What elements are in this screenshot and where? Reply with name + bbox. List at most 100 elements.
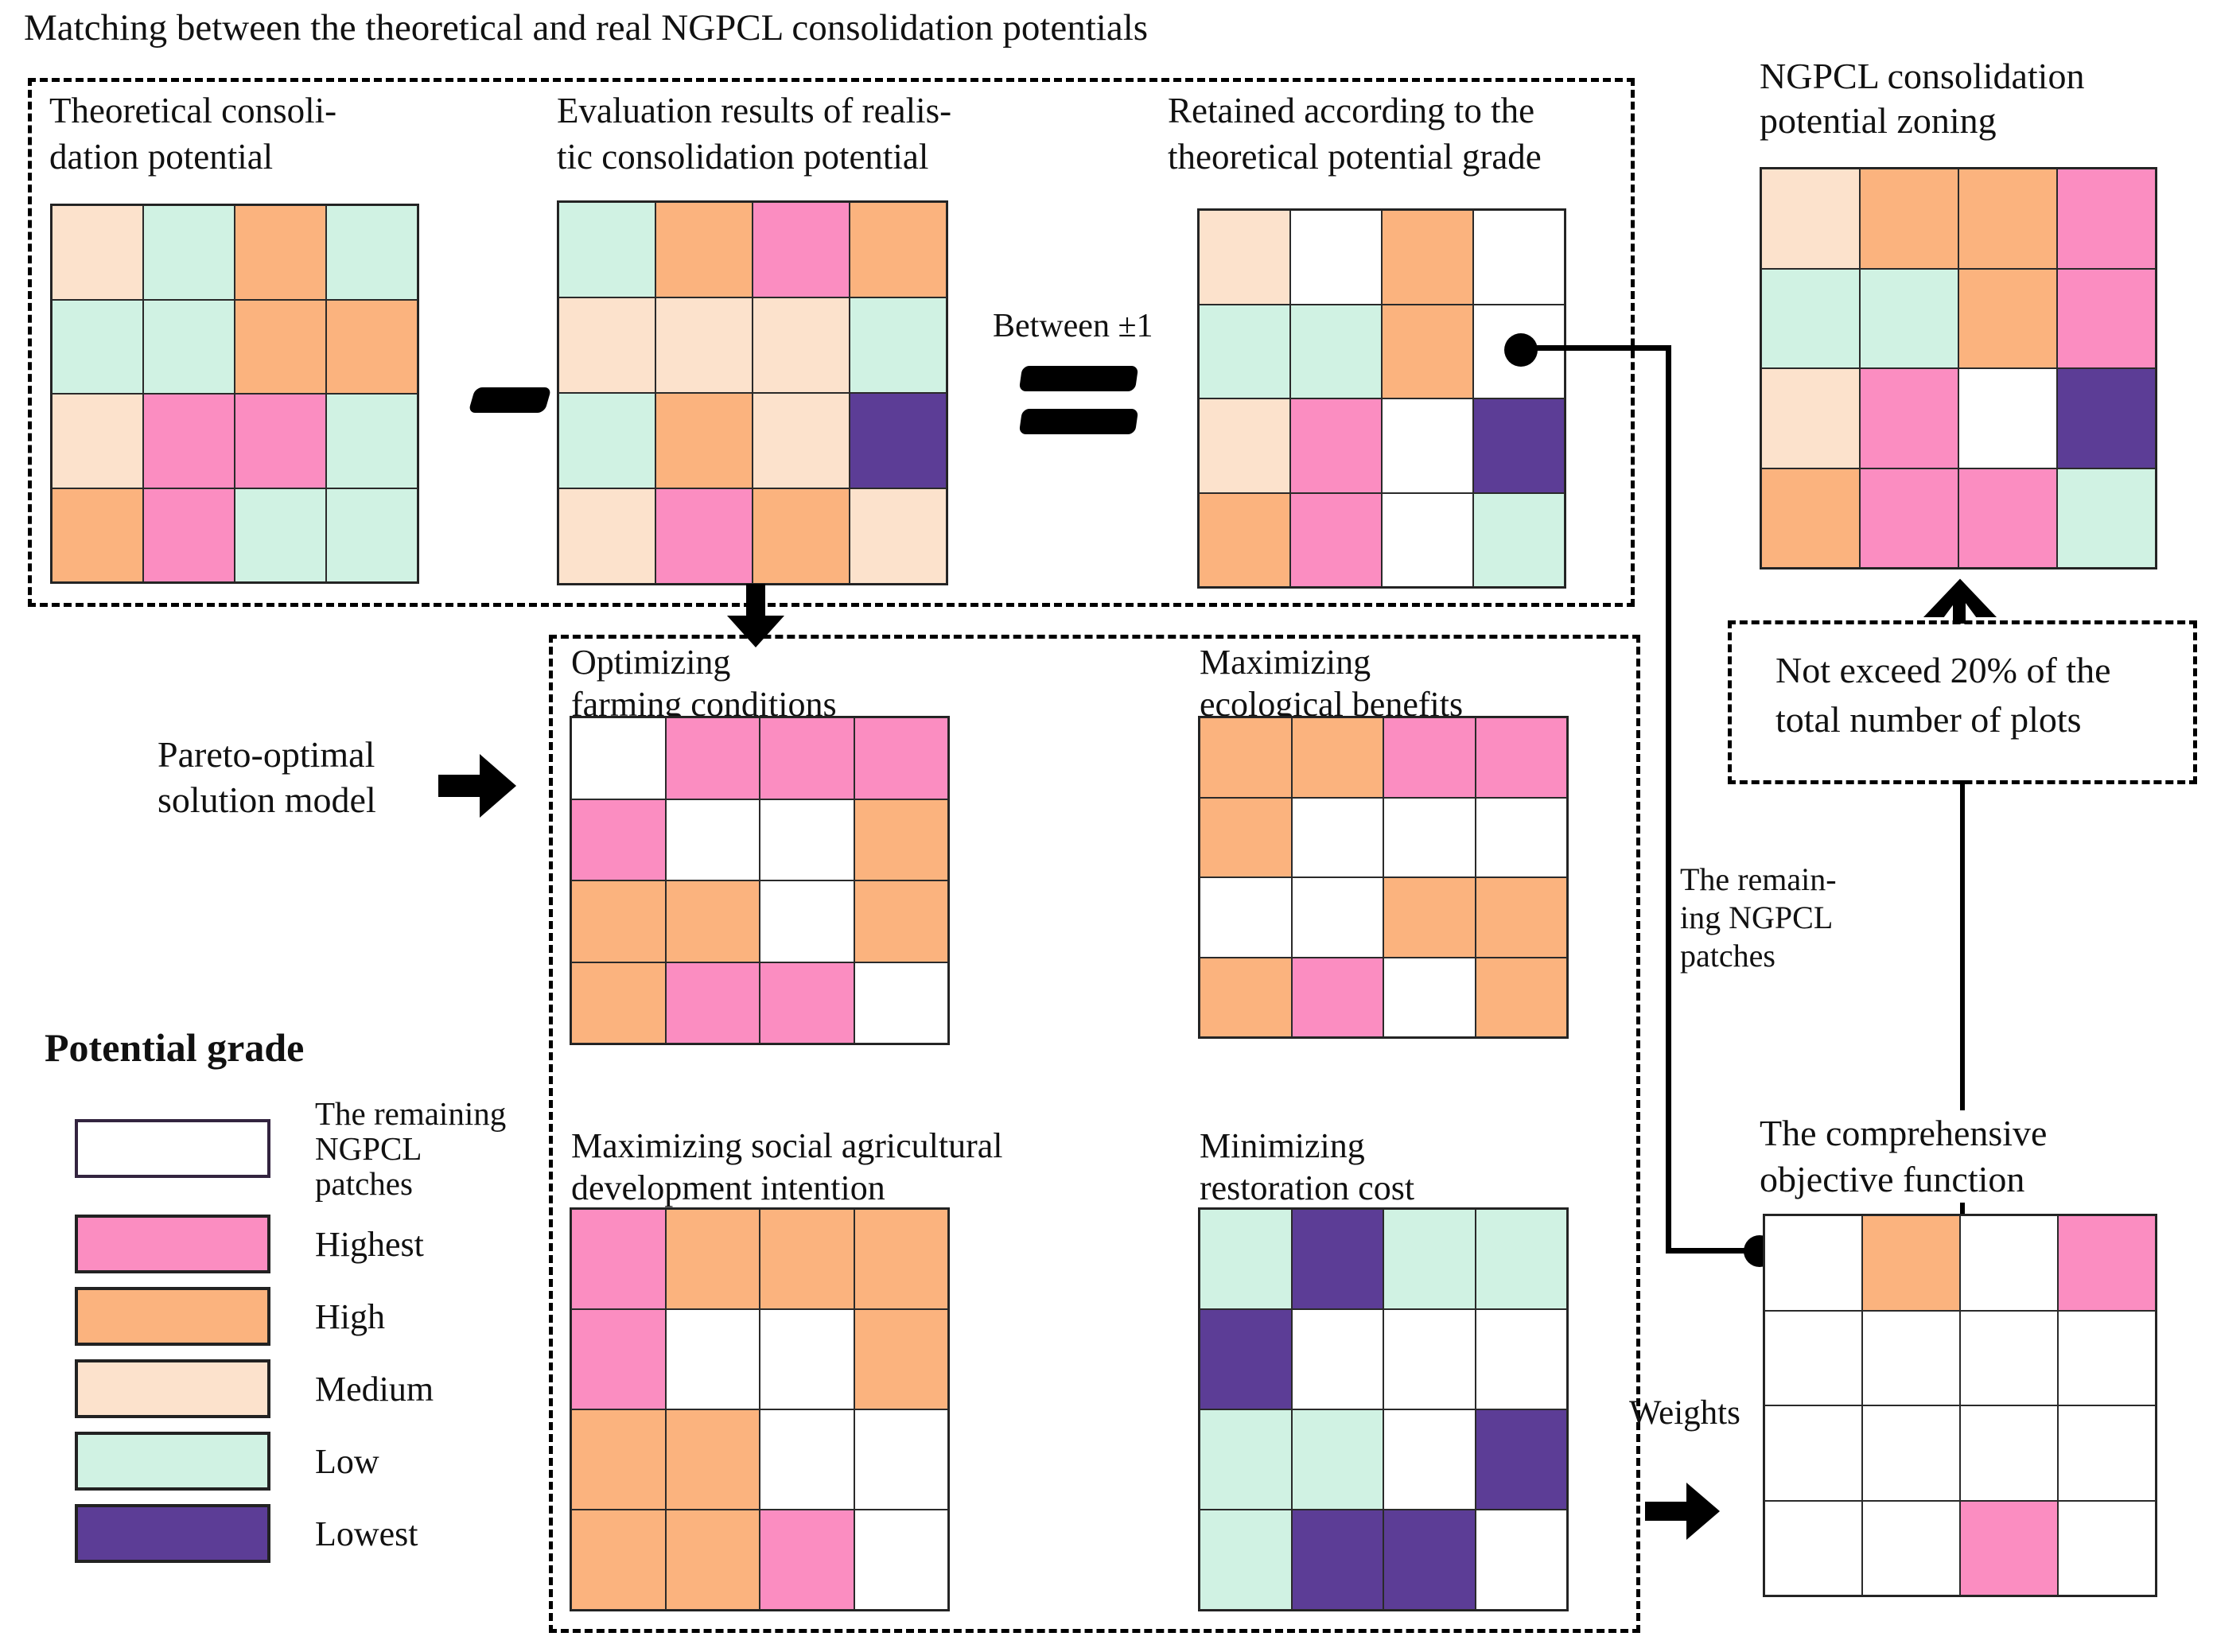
grid-cell-lowest bbox=[1200, 1309, 1292, 1409]
grid-cell-the-remaining-ngpcl-patches bbox=[1764, 1405, 1862, 1501]
theoretical-title-line1: Theoretical consoli- bbox=[49, 91, 337, 130]
zoning-title-line2: potential zoning bbox=[1760, 100, 1997, 141]
grid-cell-the-remaining-ngpcl-patches bbox=[2058, 1310, 2156, 1405]
grid-cell-lowest bbox=[2057, 368, 2156, 468]
legend-label: The remaining NGPCL patches bbox=[315, 1095, 507, 1202]
grid-cell-the-remaining-ngpcl-patches bbox=[1382, 398, 1473, 493]
grid-cell-lowest bbox=[1291, 1209, 1383, 1309]
grid-cell-the-remaining-ngpcl-patches bbox=[1291, 1309, 1383, 1409]
grid-cell-highest bbox=[1291, 957, 1383, 1037]
grid-cell-the-remaining-ngpcl-patches bbox=[760, 799, 854, 880]
highest-swatch bbox=[75, 1215, 270, 1273]
grid-cell-high bbox=[854, 1309, 948, 1409]
grid-cell-the-remaining-ngpcl-patches bbox=[1383, 957, 1476, 1037]
between-label: Between ±1 bbox=[993, 308, 1153, 344]
grid-cell-medium bbox=[850, 488, 947, 584]
grid-cell-high bbox=[235, 299, 326, 394]
grid-cell-low bbox=[1199, 304, 1290, 398]
grid-cell-the-remaining-ngpcl-patches bbox=[854, 1409, 948, 1510]
grid-cell-low bbox=[1473, 492, 1565, 587]
grid-cell-high bbox=[655, 393, 753, 488]
pareto-label-line2: solution model bbox=[158, 779, 376, 820]
restoration-title-line1: Minimizing bbox=[1200, 1126, 1365, 1165]
grid-cell-lowest bbox=[1475, 1409, 1567, 1510]
grid-cell-low bbox=[1761, 268, 1860, 368]
grid-cell-high bbox=[1382, 304, 1473, 398]
grid-cell-low bbox=[558, 202, 655, 297]
remaining-swatch bbox=[75, 1119, 270, 1178]
grid-cell-highest bbox=[1383, 717, 1476, 798]
grid-cell-high bbox=[854, 799, 948, 880]
grid-cell-medium bbox=[655, 297, 753, 393]
remaining-note-line2: ing NGPCL bbox=[1680, 900, 1834, 935]
grid-cell-low bbox=[326, 488, 418, 582]
grid-cell-the-remaining-ngpcl-patches bbox=[1383, 1409, 1476, 1510]
constraint-line2: total number of plots bbox=[1775, 699, 2082, 740]
grid-cell-the-remaining-ngpcl-patches bbox=[1473, 210, 1565, 305]
grid-cell-low bbox=[1291, 1409, 1383, 1510]
connector-line bbox=[1521, 345, 1671, 351]
retained-grid bbox=[1197, 208, 1566, 589]
grid-cell-highest bbox=[1860, 368, 1958, 468]
legend-item-medium: Medium bbox=[75, 1359, 520, 1418]
social-title-line2: development intention bbox=[571, 1168, 885, 1207]
grid-cell-high bbox=[753, 488, 850, 584]
grid-cell-medium bbox=[1761, 368, 1860, 468]
grid-cell-high bbox=[1200, 797, 1292, 877]
grid-cell-low bbox=[1475, 1209, 1567, 1309]
grid-cell-low bbox=[1200, 1209, 1292, 1309]
legend-label: Medium bbox=[315, 1369, 434, 1409]
retained-title-line2: theoretical potential grade bbox=[1168, 137, 1542, 177]
grid-cell-the-remaining-ngpcl-patches bbox=[854, 962, 948, 1044]
theoretical-grid bbox=[50, 204, 419, 584]
grid-cell-high bbox=[1382, 210, 1473, 305]
grid-cell-the-remaining-ngpcl-patches bbox=[1290, 210, 1382, 305]
retained-title-line1: Retained according to the bbox=[1168, 91, 1535, 130]
grid-cell-lowest bbox=[1473, 398, 1565, 493]
grid-cell-the-remaining-ngpcl-patches bbox=[1200, 877, 1292, 958]
theoretical-title-line2: dation potential bbox=[49, 137, 274, 177]
grid-cell-high bbox=[1291, 717, 1383, 798]
evaluation-title-line2: tic consolidation potential bbox=[557, 137, 929, 177]
social-title: Maximizing social agricultural developme… bbox=[571, 1125, 1003, 1209]
legend-label: High bbox=[315, 1296, 385, 1336]
grid-cell-high bbox=[850, 202, 947, 297]
constraint-text: Not exceed 20% of the total number of pl… bbox=[1775, 646, 2111, 744]
grid-cell-highest bbox=[1860, 468, 1958, 568]
grid-cell-the-remaining-ngpcl-patches bbox=[1862, 1405, 1960, 1501]
social-grid bbox=[570, 1207, 950, 1611]
low-swatch bbox=[75, 1432, 270, 1491]
comprehensive-grid bbox=[1763, 1214, 2157, 1597]
grid-cell-the-remaining-ngpcl-patches bbox=[1764, 1310, 1862, 1405]
grid-cell-highest bbox=[235, 394, 326, 488]
grid-cell-medium bbox=[1761, 169, 1860, 269]
comprehensive-title: The comprehensive objective function bbox=[1760, 1110, 2054, 1203]
grid-cell-the-remaining-ngpcl-patches bbox=[1862, 1310, 1960, 1405]
grid-cell-high bbox=[665, 1209, 760, 1309]
ecological-grid bbox=[1198, 716, 1569, 1039]
grid-cell-high bbox=[571, 1409, 666, 1510]
grid-cell-high bbox=[1200, 957, 1292, 1037]
grid-cell-low bbox=[1200, 1409, 1292, 1510]
grid-cell-high bbox=[760, 1209, 854, 1309]
legend-item-low: Low bbox=[75, 1432, 520, 1491]
grid-cell-low bbox=[143, 205, 235, 300]
grid-cell-high bbox=[1199, 492, 1290, 587]
grid-cell-medium bbox=[1199, 398, 1290, 493]
grid-cell-high bbox=[1475, 957, 1567, 1037]
grid-cell-low bbox=[1290, 304, 1382, 398]
down-arrow-icon bbox=[746, 584, 765, 619]
evaluation-title: Evaluation results of realis- tic consol… bbox=[557, 87, 951, 180]
right-arrow-icon bbox=[480, 754, 516, 818]
grid-cell-lowest bbox=[1383, 1510, 1476, 1610]
grid-cell-the-remaining-ngpcl-patches bbox=[1960, 1405, 2058, 1501]
restoration-title: Minimizing restoration cost bbox=[1200, 1125, 1414, 1209]
grid-cell-the-remaining-ngpcl-patches bbox=[665, 799, 760, 880]
connector-line bbox=[1666, 1248, 1763, 1254]
grid-cell-high bbox=[1958, 268, 2057, 368]
grid-cell-high bbox=[571, 1510, 666, 1610]
grid-cell-medium bbox=[558, 297, 655, 393]
farming-grid bbox=[570, 716, 950, 1045]
grid-cell-low bbox=[326, 205, 418, 300]
evaluation-title-line1: Evaluation results of realis- bbox=[557, 91, 952, 130]
